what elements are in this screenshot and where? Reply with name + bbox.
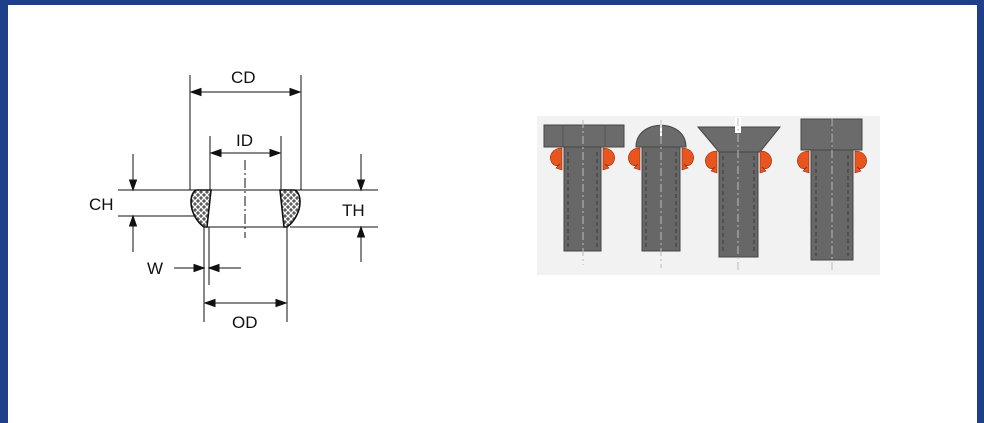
od-dimension — [203, 227, 288, 322]
round-head-screw-illustration — [628, 120, 694, 268]
seal-profile-left — [190, 189, 212, 228]
id-label: ID — [236, 131, 253, 150]
id-dimension — [209, 136, 282, 190]
seal-profile-right — [279, 189, 301, 228]
th-label: TH — [342, 201, 365, 220]
seal-cross-section-diagram — [118, 75, 378, 322]
od-label: OD — [232, 313, 258, 332]
w-label: W — [147, 259, 163, 278]
ch-dimension — [128, 154, 138, 252]
cd-dimension — [189, 75, 302, 190]
socket-head-cap-screw-illustration — [797, 118, 867, 272]
th-dimension — [356, 154, 366, 262]
w-dimension — [174, 227, 241, 285]
hex-head-bolt-illustration — [543, 120, 625, 265]
cd-label: CD — [231, 68, 256, 87]
countersunk-screw-illustration — [696, 117, 782, 272]
ch-label: CH — [89, 195, 114, 214]
